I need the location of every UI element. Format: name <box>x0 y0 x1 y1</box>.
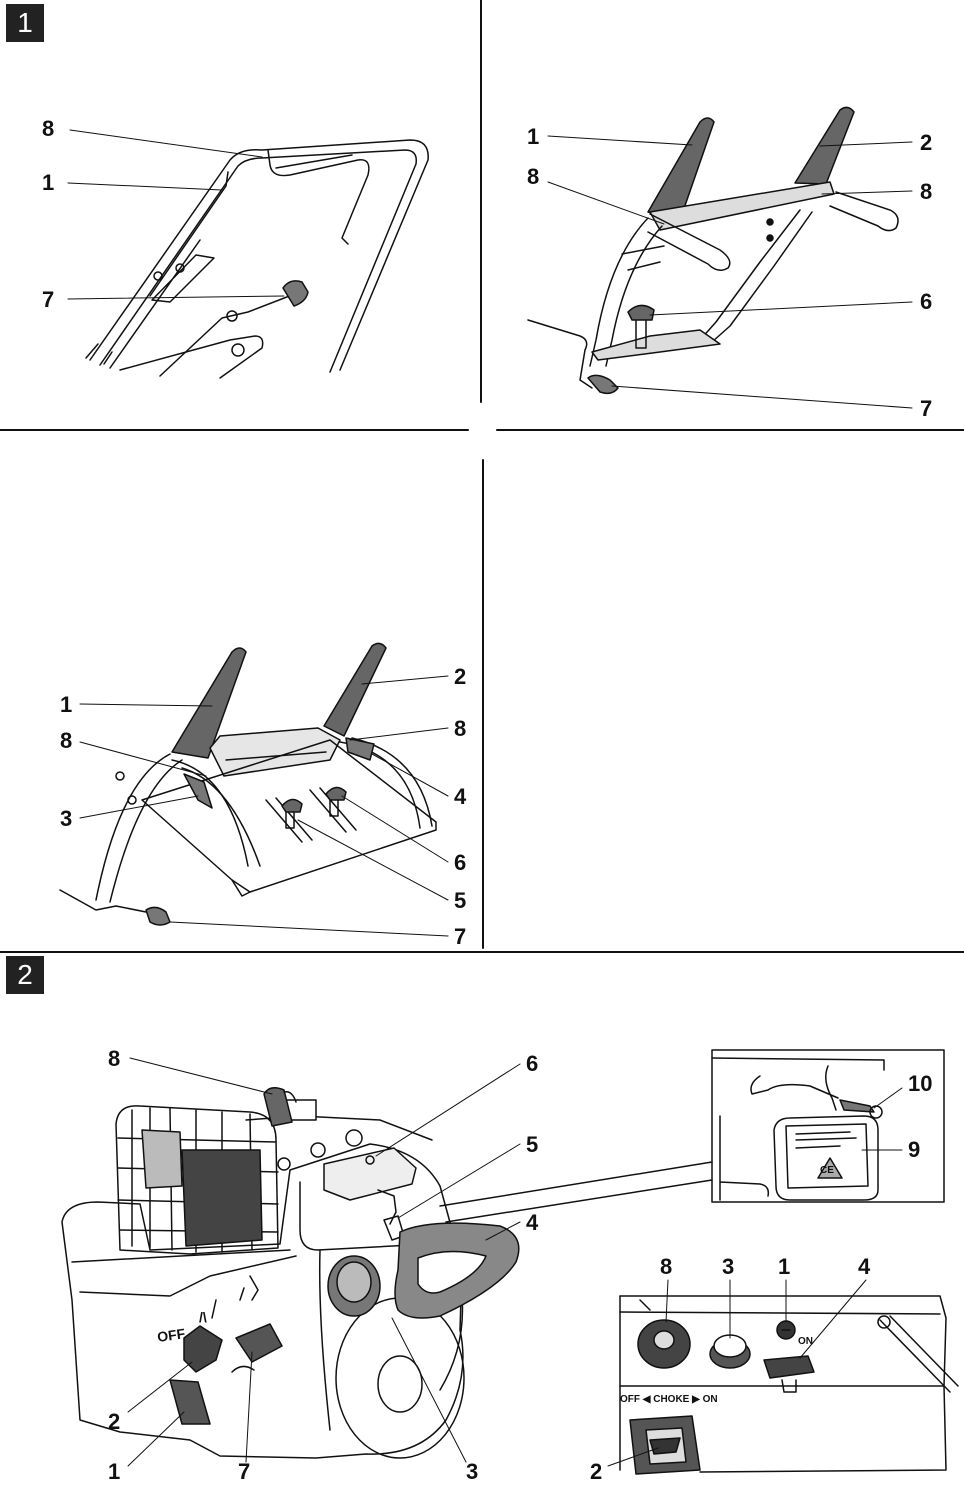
fig2-engine-label-4: 4 <box>526 1212 538 1234</box>
fig2-engine-drawing <box>62 1088 712 1458</box>
fig1b-label-1: 1 <box>527 126 539 148</box>
figure-2-badge: 2 <box>6 956 44 994</box>
fig1a-label-8: 8 <box>42 118 54 140</box>
fig1b-handle-drawing <box>528 107 898 393</box>
fig2-panel-label-4: 4 <box>858 1256 870 1278</box>
fig2-engine-label-8: 8 <box>108 1048 120 1070</box>
fig1c-label-1: 1 <box>60 694 72 716</box>
fig2-panel-drawing <box>620 1296 958 1474</box>
fig1c-label-7: 7 <box>454 926 466 948</box>
fig1c-label-5: 5 <box>454 890 466 912</box>
fig1c-label-2: 2 <box>454 666 466 688</box>
fig2-inset-drawing <box>712 1058 884 1200</box>
fig2-engine-label-2: 2 <box>108 1411 120 1433</box>
fig1b-label-2: 2 <box>920 132 932 154</box>
fig2-inset-label-10: 10 <box>908 1073 932 1095</box>
engine-dial-off-text: OFF <box>156 1325 186 1345</box>
fig2-panel-label-2: 2 <box>590 1461 602 1483</box>
fig1b-label-6: 6 <box>920 291 932 313</box>
fig2-panel-label-1: 1 <box>778 1256 790 1278</box>
fig1c-label-8-left: 8 <box>60 730 72 752</box>
fig1c-label-6: 6 <box>454 852 466 874</box>
engine-dial-on-mark: /\ <box>199 1309 207 1325</box>
fig2-engine-label-3: 3 <box>466 1461 478 1483</box>
fig2-panel-label-3: 3 <box>722 1256 734 1278</box>
inset-ce-mark: CE <box>820 1165 834 1176</box>
fig2-engine-label-6: 6 <box>526 1053 538 1075</box>
figure-1-badge: 1 <box>6 4 44 42</box>
fig2-inset-label-9: 9 <box>908 1139 920 1161</box>
fig1b-label-7: 7 <box>920 398 932 420</box>
fig1b-label-8-left: 8 <box>527 166 539 188</box>
fig1c-label-4: 4 <box>454 786 466 808</box>
fig1a-label-1: 1 <box>42 172 54 194</box>
fig1a-handle-drawing <box>86 140 428 378</box>
fig1c-label-3: 3 <box>60 808 72 830</box>
fig1c-dashboard-drawing <box>60 643 436 925</box>
fig2-engine-label-1: 1 <box>108 1461 120 1483</box>
panel-on-text: ON <box>798 1336 813 1347</box>
fig2-engine-label-5: 5 <box>526 1134 538 1156</box>
fig1b-label-8-right: 8 <box>920 181 932 203</box>
fig1c-label-8-right: 8 <box>454 718 466 740</box>
fig1a-label-7: 7 <box>42 289 54 311</box>
fig2-engine-label-7: 7 <box>238 1461 250 1483</box>
fig2-panel-label-8: 8 <box>660 1256 672 1278</box>
panel-choke-text: OFF ◀ CHOKE ▶ ON <box>620 1394 718 1405</box>
